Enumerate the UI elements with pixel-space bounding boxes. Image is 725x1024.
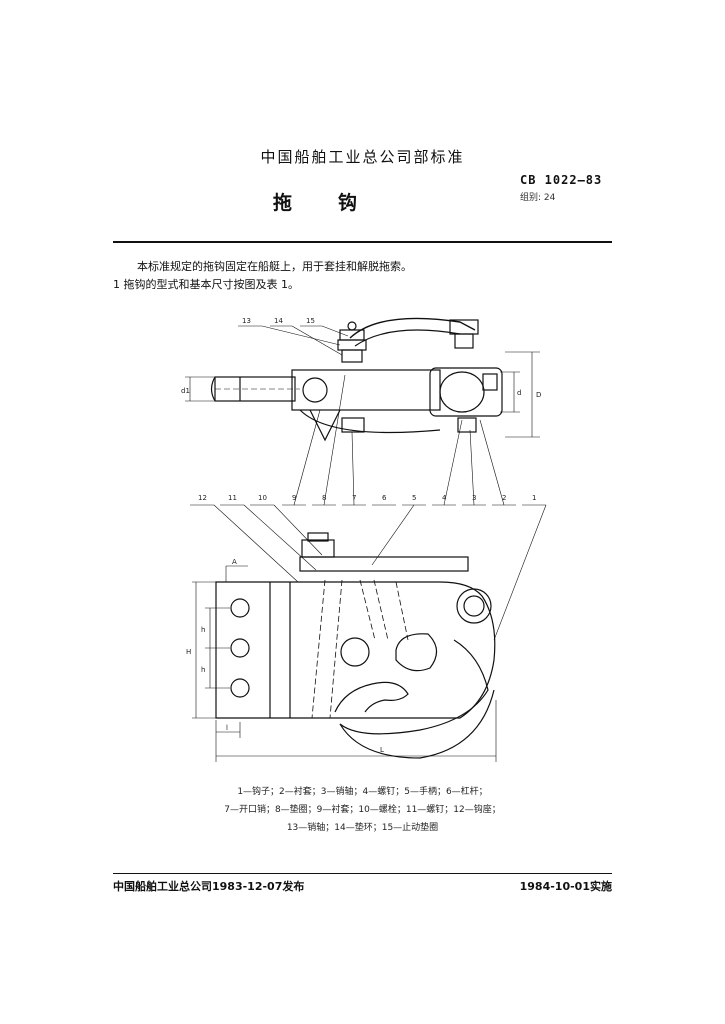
dim-label-l: l — [226, 724, 228, 732]
group-number: 组别: 24 — [520, 193, 556, 203]
legend-line-1: 1—钩子；2—衬套；3—销轴；4—螺钉；5—手柄；6—杠杆； — [237, 787, 488, 797]
dim-label-h-upper: h — [201, 626, 205, 634]
callout-6: 6 — [382, 494, 387, 502]
callout-15: 15 — [306, 317, 315, 325]
dim-label-L: L — [380, 746, 384, 754]
callout-4: 4 — [442, 494, 447, 502]
dim-label-d1: d1 — [181, 387, 190, 395]
section-1-text: 1 拖钩的型式和基本尺寸按图及表 1。 — [113, 278, 299, 291]
legend-line-3: 13—销轴；14—垫环；15—止动垫圈 — [286, 823, 439, 833]
dim-label-D: D — [536, 391, 541, 399]
towing-hook-drawing: 13 14 15 12 11 10 9 8 7 6 5 4 3 2 1 d1 D… — [181, 317, 547, 762]
standard-code: CB 1022—83 — [520, 173, 603, 187]
header-rule — [113, 241, 612, 243]
callout-11: 11 — [228, 494, 237, 502]
callout-8: 8 — [322, 494, 326, 502]
dim-label-H: H — [186, 648, 191, 656]
hook-eye-outline — [429, 367, 503, 417]
callout-13: 13 — [242, 317, 251, 325]
dim-label-A: A — [232, 558, 237, 566]
issue-date: 中国船舶工业总公司1983-12-07发布 — [113, 880, 305, 893]
callout-7: 7 — [352, 494, 356, 502]
legend-line-2: 7—开口销；8—垫圈；9—衬套；10—螺栓；11—螺钉；12—钩座； — [224, 805, 501, 815]
callout-5: 5 — [412, 494, 416, 502]
dim-label-d: d — [517, 389, 521, 397]
document-title: 拖钩 — [273, 192, 404, 214]
callout-1: 1 — [532, 494, 536, 502]
callout-10: 10 — [258, 494, 267, 502]
bracket-outline — [291, 369, 441, 411]
hook-base-outline — [215, 581, 496, 719]
handle-plate-outline — [299, 556, 469, 572]
footer-rule — [113, 873, 612, 874]
callout-2: 2 — [502, 494, 506, 502]
callout-14: 14 — [274, 317, 283, 325]
intro-paragraph: 本标准规定的拖钩固定在船艇上，用于套挂和解脱拖索。 — [137, 260, 412, 273]
callout-12: 12 — [198, 494, 207, 502]
dim-label-h-lower: h — [201, 666, 205, 674]
issuing-organization: 中国船舶工业总公司部标准 — [260, 148, 465, 166]
effective-date: 1984-10-01实施 — [519, 880, 612, 893]
callout-3: 3 — [472, 494, 476, 502]
callout-9: 9 — [292, 494, 296, 502]
